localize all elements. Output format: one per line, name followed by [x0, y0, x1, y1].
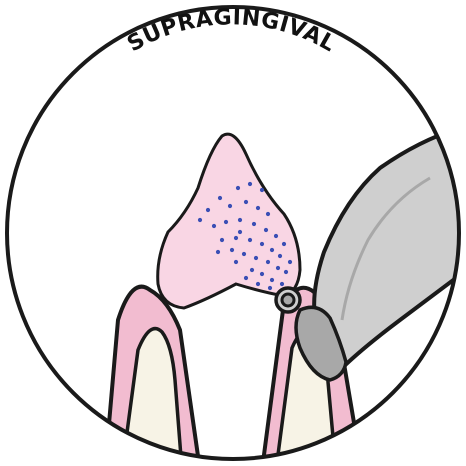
calculus-dot: [244, 276, 248, 280]
calculus-dot: [238, 218, 242, 222]
calculus-dot: [270, 248, 274, 252]
calculus-dot: [274, 234, 278, 238]
calculus-dot: [224, 220, 228, 224]
calculus-dot: [256, 282, 260, 286]
calculus-dot: [248, 182, 252, 186]
calculus-dot: [218, 196, 222, 200]
calculus-dot: [244, 200, 248, 204]
calculus-dot: [284, 270, 288, 274]
calculus-dot: [280, 282, 284, 286]
calculus-dot: [242, 252, 246, 256]
calculus-dot: [236, 186, 240, 190]
calculus-dot: [212, 224, 216, 228]
calculus-dot: [288, 260, 292, 264]
calculus-dot: [282, 242, 286, 246]
calculus-dot: [264, 228, 268, 232]
calculus-dot: [268, 286, 272, 290]
calculus-dot: [260, 242, 264, 246]
calculus-dot: [256, 206, 260, 210]
calculus-dot: [238, 230, 242, 234]
calculus-dot: [216, 250, 220, 254]
calculus-dot: [234, 260, 238, 264]
calculus-dot: [250, 268, 254, 272]
calculus-dot: [260, 188, 264, 192]
calculus-dot: [254, 256, 258, 260]
calculus-dot: [278, 254, 282, 258]
calculus-dot: [228, 204, 232, 208]
calculus-dot: [276, 266, 280, 270]
calculus-dot: [260, 272, 264, 276]
calculus-dot: [266, 260, 270, 264]
calculus-dot: [220, 238, 224, 242]
calculus-dot: [266, 212, 270, 216]
calculus-dot: [252, 222, 256, 226]
calculus-dot: [234, 236, 238, 240]
calculus-dot: [206, 208, 210, 212]
calculus-dot: [230, 248, 234, 252]
calculus-dot: [270, 278, 274, 282]
calculus-dot: [198, 218, 202, 222]
calculus-dot: [248, 238, 252, 242]
